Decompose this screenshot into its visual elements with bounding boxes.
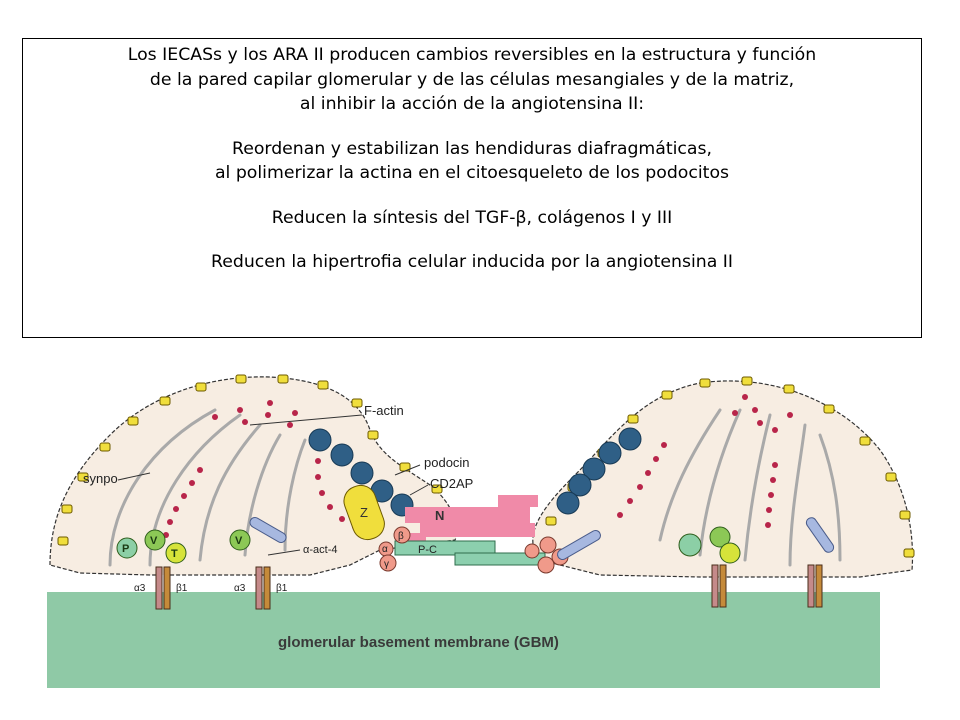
alpha3-label-b: α3 — [234, 583, 246, 594]
f-actin-label: F-actin — [364, 403, 404, 418]
gbm-label: glomerular basement membrane (GBM) — [278, 634, 559, 651]
podocin-circles-right — [556, 427, 642, 515]
alpha-label: α — [382, 544, 388, 555]
v2-label: V — [235, 535, 243, 547]
gbm-membrane — [47, 592, 880, 688]
effect-line: Reducen la hipertrofia celular inducida … — [211, 252, 733, 272]
podocyte-diagram: glomerular basement membrane (GBM) — [47, 374, 915, 688]
p-label: P — [122, 543, 129, 555]
nephrin-label: N — [435, 508, 444, 523]
intro-line: al inhibir la acción de la angiotensina … — [299, 94, 645, 114]
integrin-cluster-left — [116, 529, 187, 564]
act4-label: α-act-4 — [303, 544, 337, 556]
z-protein-label: Z — [360, 505, 368, 520]
effect-line: al polimerizar la actina en el citoesque… — [214, 163, 730, 183]
t-label: T — [171, 548, 178, 560]
beta1-label-a: β1 — [176, 583, 188, 594]
intro-line: de la pared capilar glomerular y de las … — [149, 69, 795, 90]
integrin-cluster-right — [678, 526, 741, 564]
synpo-label: synpo — [83, 471, 118, 486]
effect-line: Reordenan y estabilizan las hendiduras d… — [231, 138, 713, 159]
actin-dots-right — [617, 394, 793, 528]
actin-filaments-right — [658, 408, 842, 567]
effect-line: Reducen la síntesis del TGF-β, colágenos… — [271, 207, 673, 228]
vinculin-circle — [229, 529, 251, 551]
beta1-label-b: β1 — [276, 583, 288, 594]
cd2ap-label: CD2AP — [430, 476, 473, 491]
actinin-rods — [249, 517, 835, 560]
intro-line: Los IECASs y los ARA II producen cambios… — [127, 45, 817, 65]
podocin-circles-left — [308, 428, 414, 517]
gamma-label: γ — [384, 559, 389, 570]
p-cadherin-label: P-C — [418, 544, 437, 556]
p-cadherin — [394, 540, 546, 566]
nephrin-complex — [405, 495, 538, 547]
integrins — [155, 564, 823, 610]
z-protein — [343, 484, 385, 541]
v-label: V — [150, 535, 158, 547]
podocin-label: podocin — [424, 455, 470, 470]
catenin-complex-left — [378, 526, 411, 572]
beta-label: β — [398, 531, 404, 542]
alpha3-label-a: α3 — [134, 583, 146, 594]
caption-box: Los IECASs y los ARA II producen cambios… — [22, 38, 922, 338]
